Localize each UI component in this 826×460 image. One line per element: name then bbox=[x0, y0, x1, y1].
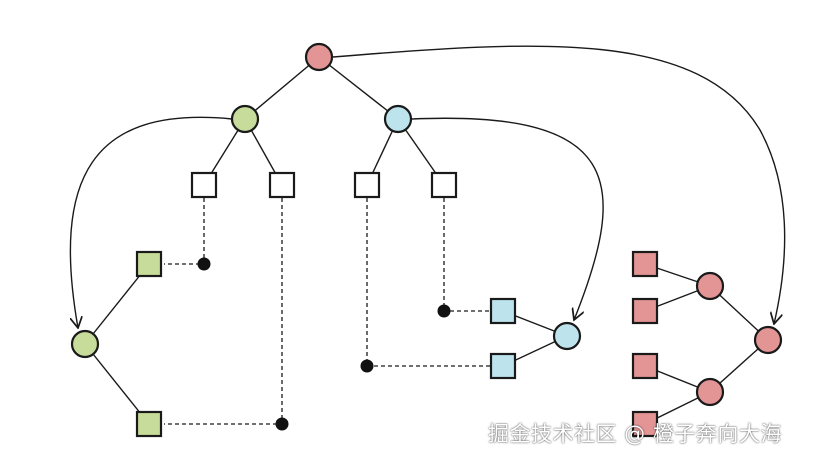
leaf-square bbox=[353, 171, 381, 199]
dash-leaf2 bbox=[164, 198, 283, 425]
dashed-connectors bbox=[164, 198, 490, 431]
leaf-square bbox=[268, 171, 296, 199]
red-square bbox=[631, 410, 659, 438]
right-red-root bbox=[753, 325, 783, 355]
arrow-green-to-left bbox=[69, 116, 233, 328]
junction-dot bbox=[360, 359, 374, 373]
arrow-root-to-right bbox=[332, 45, 786, 324]
edge-root-green bbox=[244, 56, 320, 120]
leaf-square bbox=[430, 171, 458, 199]
edge-lgreen-sq2 bbox=[84, 343, 150, 425]
blue-node bbox=[383, 104, 413, 134]
dash-leaf4 bbox=[443, 198, 490, 312]
green-node bbox=[230, 104, 260, 134]
junction-dot bbox=[437, 304, 451, 318]
blue-square bbox=[489, 297, 517, 325]
right-red-node-bottom bbox=[695, 377, 725, 407]
edge-lgreen-sq1 bbox=[84, 263, 150, 345]
curved-arrows bbox=[69, 45, 786, 328]
square-nodes bbox=[135, 171, 659, 438]
left-green-node bbox=[70, 329, 100, 359]
leaf-square bbox=[190, 171, 218, 199]
junction-dot bbox=[275, 417, 289, 431]
circle-nodes bbox=[70, 42, 783, 407]
arrow-blue-to-right bbox=[411, 117, 604, 320]
red-square bbox=[631, 250, 659, 278]
right-blue-node bbox=[552, 321, 582, 351]
dash-leaf3 bbox=[366, 198, 490, 367]
watermark: 掘金技术社区 @ 橙子奔向大海 bbox=[488, 422, 782, 446]
blue-square bbox=[489, 352, 517, 380]
junction-dot bbox=[197, 257, 211, 271]
right-red-node-top bbox=[695, 271, 725, 301]
green-square bbox=[135, 250, 163, 278]
root-node bbox=[304, 42, 334, 72]
green-square bbox=[135, 410, 163, 438]
edge-root-blue bbox=[318, 56, 399, 120]
dash-leaf1 bbox=[164, 198, 205, 265]
red-square bbox=[631, 352, 659, 380]
red-square bbox=[631, 297, 659, 325]
tree-edges bbox=[84, 56, 769, 425]
